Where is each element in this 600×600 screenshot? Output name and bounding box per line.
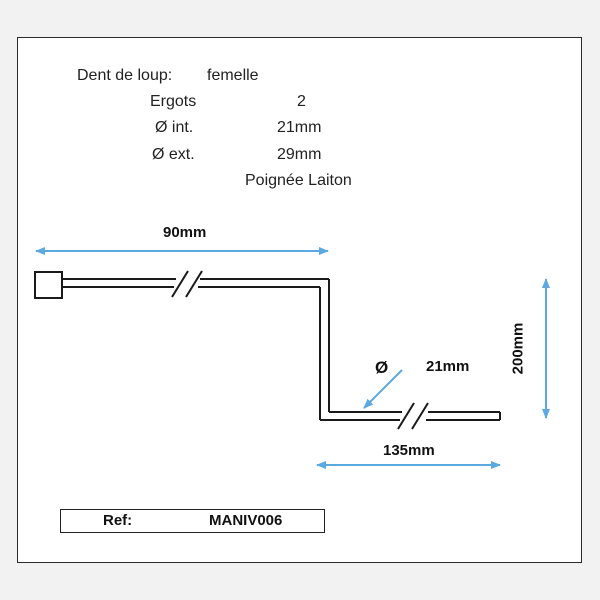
drawing-sheet (17, 37, 582, 563)
reference-box: Ref: MANIV006 (60, 509, 325, 533)
int-diameter-label: Ø int. (155, 119, 194, 136)
dent-value: femelle (207, 67, 259, 84)
dim-label-diameter-value: 21mm (426, 358, 470, 375)
handle-material: Poignée Laiton (245, 172, 352, 189)
dim-arrow-diameter (363, 369, 403, 409)
dim-label-bottom-length: 135mm (383, 442, 435, 459)
dim-label-diameter-symbol: Ø (375, 358, 389, 377)
dent-label: Dent de loup: (77, 67, 173, 84)
break-mark-top-1 (171, 270, 189, 298)
ext-diameter-label: Ø ext. (152, 146, 195, 163)
ext-diameter-value: 29mm (277, 146, 322, 163)
square-end (34, 271, 63, 299)
reference-value: MANIV006 (209, 512, 283, 529)
ergots-value: 2 (297, 93, 306, 110)
int-diameter-value: 21mm (277, 119, 322, 136)
break-mark-bottom-1 (397, 402, 415, 430)
dim-label-top-length: 90mm (163, 224, 207, 241)
break-mark-top-2 (185, 270, 203, 298)
ergots-label: Ergots (150, 93, 197, 110)
reference-label: Ref: (103, 512, 133, 529)
dim-label-height: 200mm (509, 322, 527, 375)
break-mark-bottom-2 (411, 402, 429, 430)
